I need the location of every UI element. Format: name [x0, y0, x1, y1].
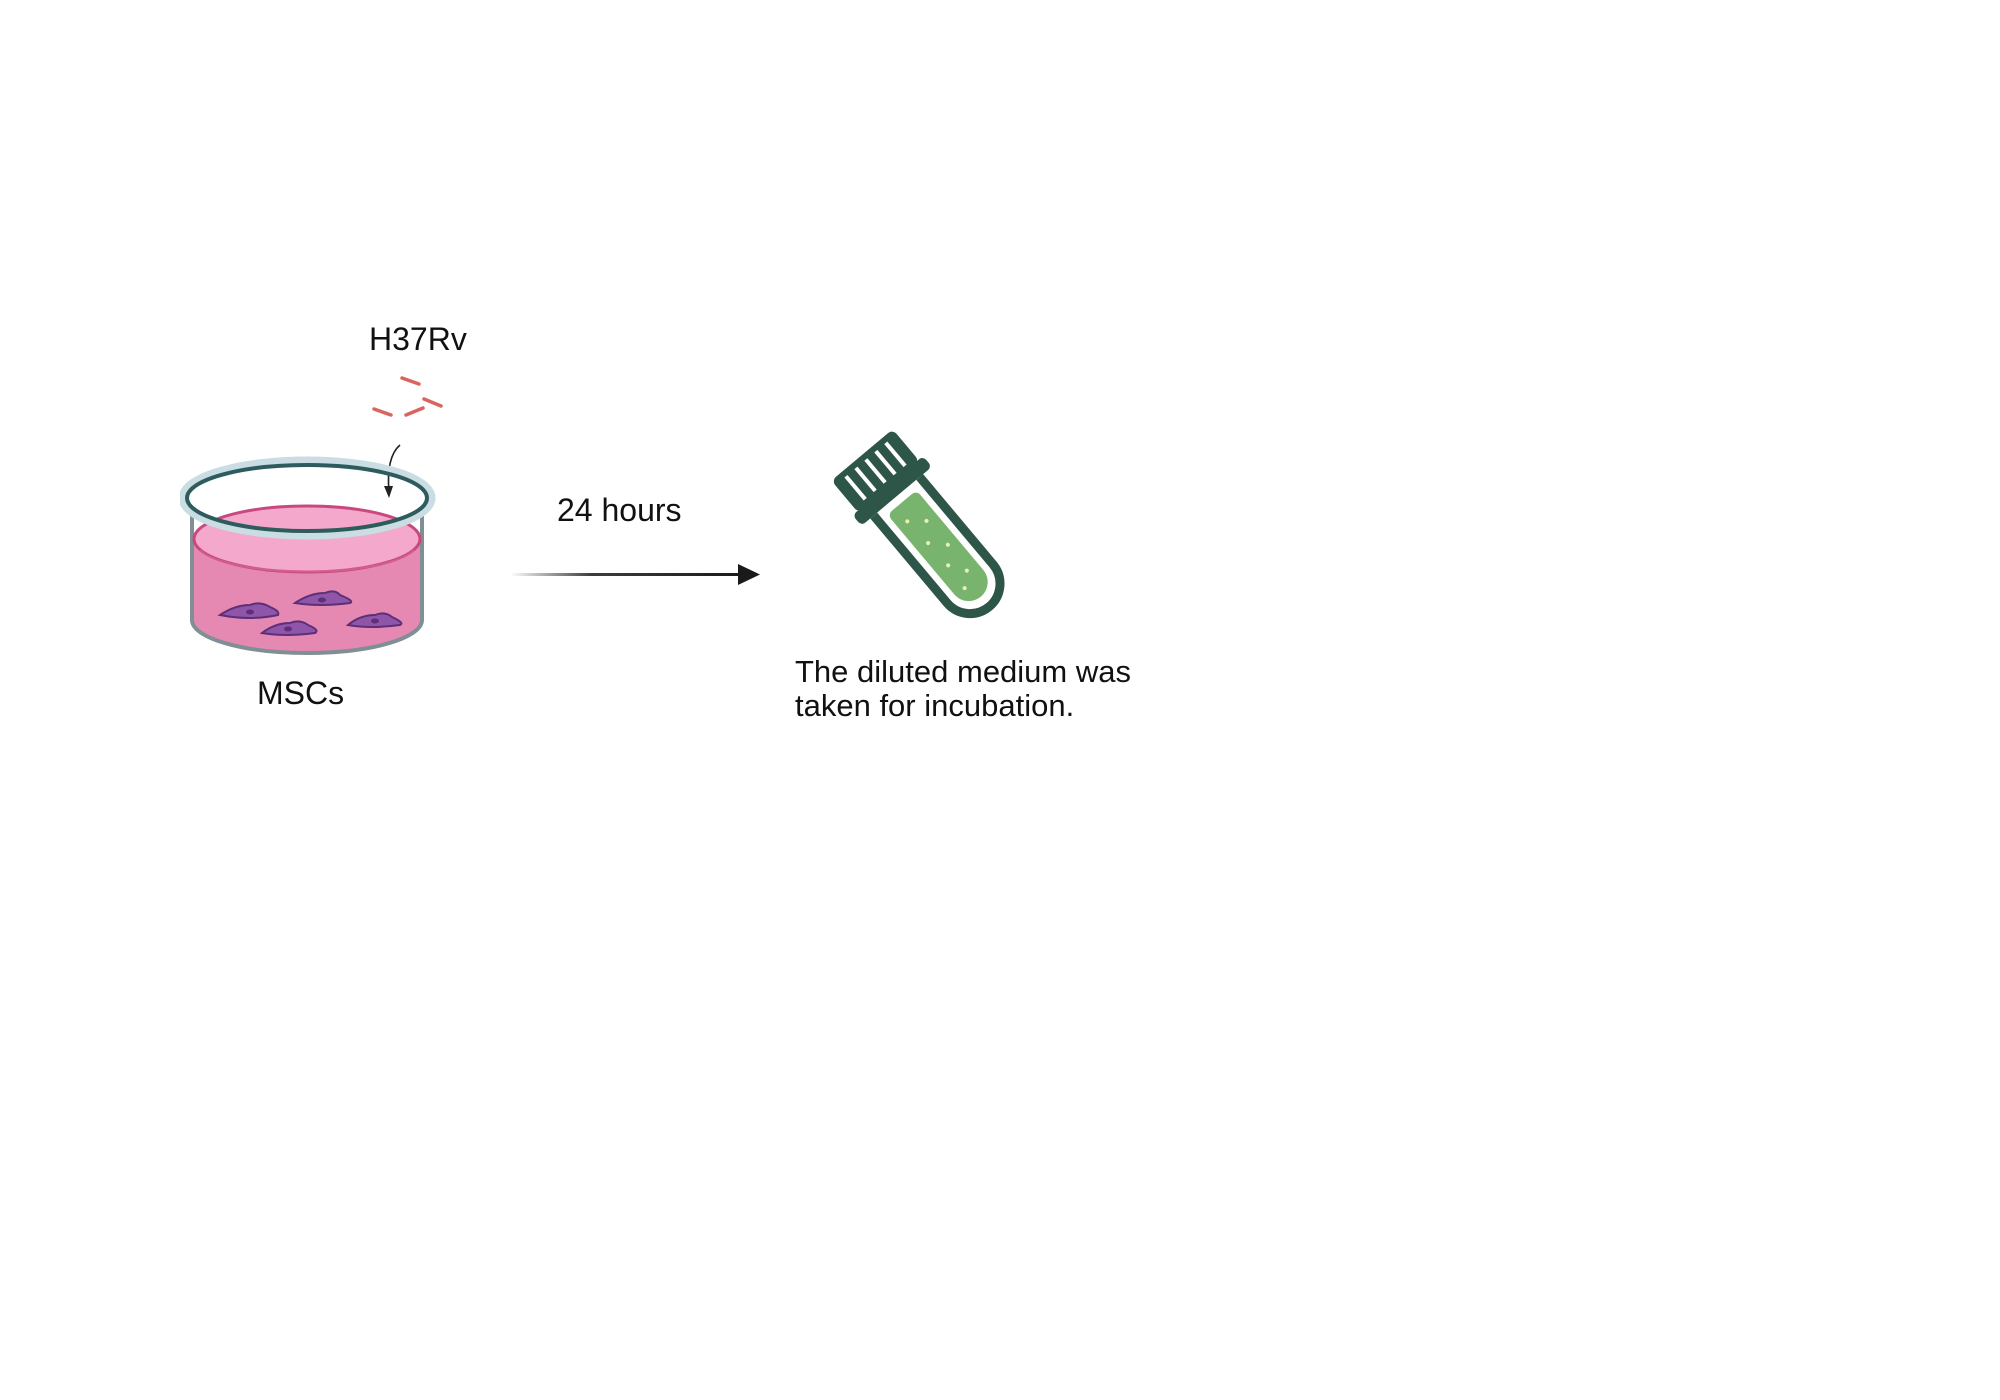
- cells-label: MSCs: [257, 675, 345, 711]
- description-line-2: taken for incubation.: [795, 688, 1075, 723]
- right-arrow-icon: [510, 564, 760, 585]
- description-line-1: The diluted medium was: [795, 654, 1131, 689]
- time-label: 24 hours: [557, 492, 682, 528]
- bacteria-label: H37Rv: [369, 321, 467, 357]
- petri-dish-icon: [180, 456, 436, 655]
- test-tube-icon: [833, 431, 1005, 619]
- bacteria-icon: [372, 376, 443, 498]
- description-label: The diluted medium was taken for incubat…: [795, 655, 1131, 723]
